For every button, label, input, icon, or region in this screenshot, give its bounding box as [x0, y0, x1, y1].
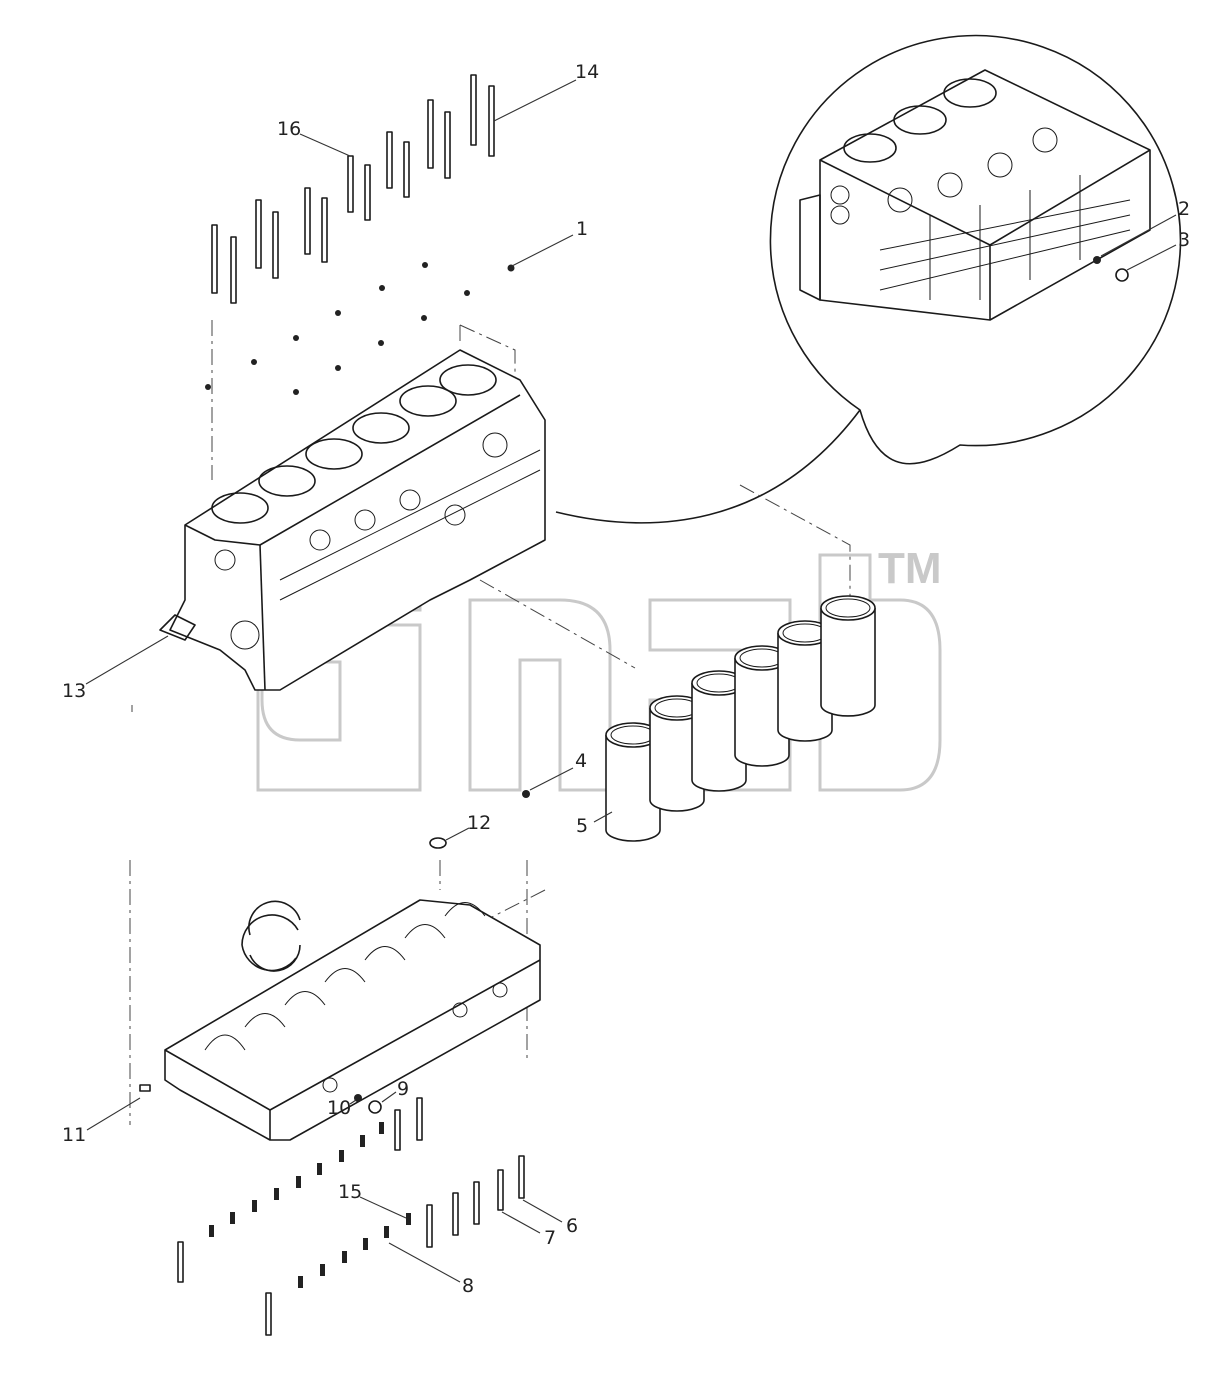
callout-10: 10 [327, 1097, 351, 1119]
detail-bubble [555, 34, 1182, 524]
head-studs [211, 74, 495, 304]
liner-1 [605, 722, 661, 842]
detail-block-view [799, 69, 1151, 321]
callout-1: 1 [576, 218, 588, 240]
callout-13: 13 [62, 680, 86, 702]
plug-4-icon [522, 790, 530, 798]
callout-4: 4 [575, 750, 587, 772]
callout-3: 3 [1178, 229, 1190, 251]
bedplate [164, 899, 541, 1141]
plug-2-icon [1093, 256, 1101, 264]
plug-3-icon [1115, 268, 1129, 282]
callout-15: 15 [338, 1181, 362, 1203]
callouts: 1 2 3 4 5 6 7 8 9 10 11 12 13 14 15 16 [62, 61, 1190, 1297]
thrust-washers [241, 900, 301, 972]
leader-lines [85, 79, 1177, 1283]
callout-14: 14 [575, 61, 599, 83]
callout-7: 7 [544, 1227, 556, 1249]
alignment-lines [129, 320, 851, 1125]
liner-4 [734, 645, 790, 767]
callout-9: 9 [397, 1078, 409, 1100]
plug-9-icon [368, 1100, 382, 1114]
callout-12: 12 [467, 812, 491, 834]
engine-block [159, 349, 546, 691]
liner-6 [820, 595, 876, 717]
callout-16: 16 [277, 118, 301, 140]
liner-5 [777, 620, 833, 742]
dowel-11-icon [139, 1084, 151, 1092]
callout-8: 8 [462, 1275, 474, 1297]
callout-6: 6 [566, 1215, 578, 1237]
o-ring-12-icon [429, 837, 447, 849]
callout-11: 11 [62, 1124, 86, 1146]
callout-5: 5 [576, 815, 588, 837]
callout-2: 2 [1178, 198, 1190, 220]
dowel-pins [205, 262, 515, 395]
liner-2 [649, 695, 705, 812]
cylinder-liners [605, 595, 876, 842]
main-bolts [177, 1097, 525, 1336]
watermark-trademark: TM [878, 544, 942, 593]
